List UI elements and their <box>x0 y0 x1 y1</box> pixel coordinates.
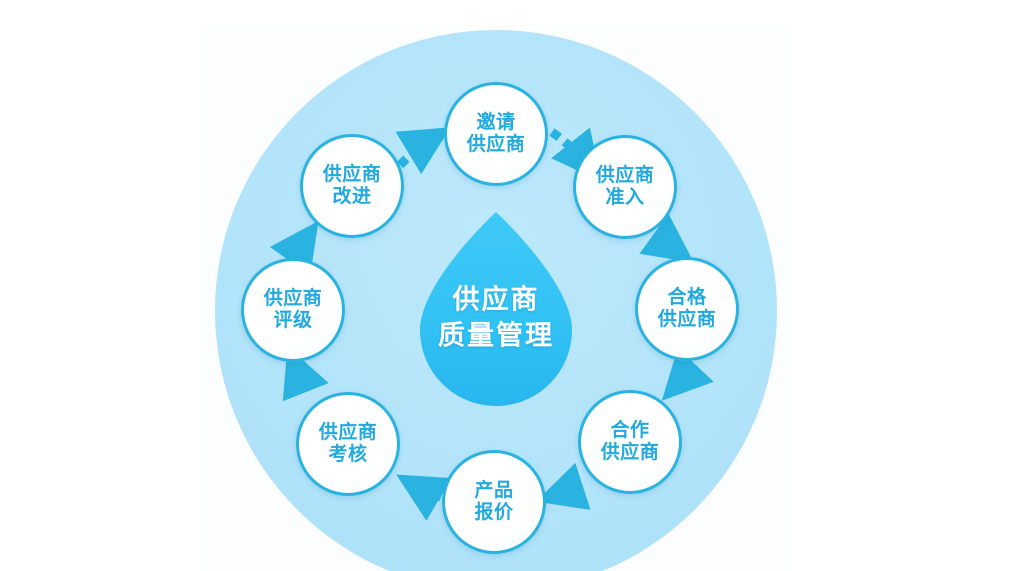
node-label-line-1: 供应商 <box>318 421 378 443</box>
node-label-line-2: 考核 <box>328 444 368 465</box>
node-label-line-2: 评级 <box>273 310 313 331</box>
node-invite-supplier[interactable]: 邀请 供应商 <box>444 82 548 186</box>
node-product-quotation[interactable]: 产品 报价 <box>442 450 546 554</box>
node-supplier-assessment[interactable]: 供应商 考核 <box>296 392 400 496</box>
node-label-line-1: 邀请 <box>476 111 516 133</box>
node-label-line-2: 报价 <box>474 502 514 523</box>
node-label-line-1: 供应商 <box>263 287 323 309</box>
node-label-line-2: 供应商 <box>657 309 717 330</box>
node-label-line-1: 合作 <box>610 419 650 441</box>
node-label-line-2: 供应商 <box>466 134 526 155</box>
node-supplier-rating[interactable]: 供应商 评级 <box>241 258 345 362</box>
node-supplier-admission[interactable]: 供应商 准入 <box>573 135 677 239</box>
node-label-line-2: 供应商 <box>600 442 660 463</box>
node-supplier-improvement[interactable]: 供应商 改进 <box>300 134 404 238</box>
node-label-line-2: 准入 <box>605 187 645 208</box>
node-qualified-supplier[interactable]: 合格 供应商 <box>635 257 739 361</box>
node-label-line-1: 产品 <box>474 479 514 501</box>
node-partner-supplier[interactable]: 合作 供应商 <box>578 390 682 494</box>
node-label-line-1: 合格 <box>667 286 707 308</box>
node-label-line-2: 改进 <box>332 186 372 207</box>
node-label-line-1: 供应商 <box>595 164 655 186</box>
node-label-line-1: 供应商 <box>322 163 382 185</box>
